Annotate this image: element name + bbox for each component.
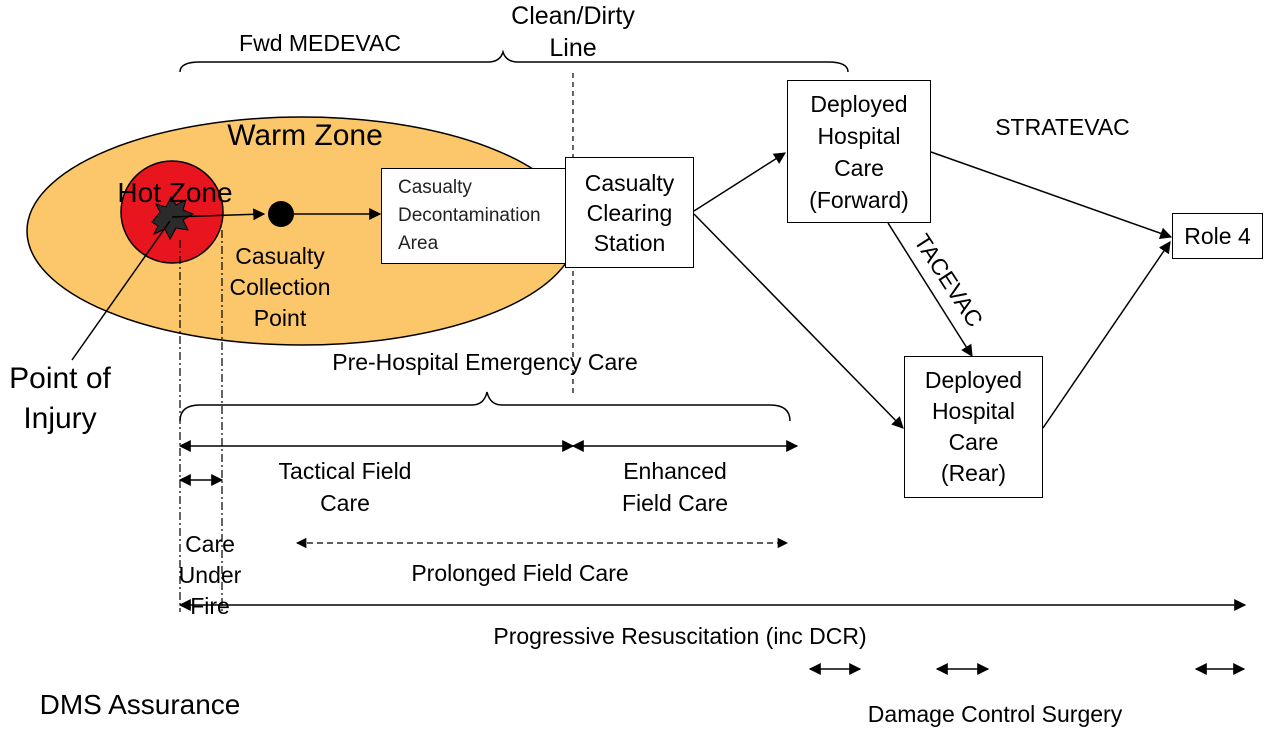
casualty-collection-point-label: Casualty Collection Point xyxy=(205,241,355,334)
casualty-clearing-station-box: Casualty Clearing Station xyxy=(565,157,694,268)
tactical-label-line2: Care xyxy=(320,490,370,516)
clean-dirty-label-line1: Clean/Dirty xyxy=(511,2,635,30)
ccs-to-rear-arrow xyxy=(693,213,904,429)
dhr-box-line4: (Rear) xyxy=(940,460,1007,486)
point-of-injury-label: Point of Injury xyxy=(0,359,120,439)
forward-to-rear-arrow xyxy=(887,222,973,358)
forward-to-role4-arrow xyxy=(930,151,1173,240)
injury-blot-icon xyxy=(151,195,195,241)
pre-hospital-emergency-care-label: Pre-Hospital Emergency Care xyxy=(332,349,638,375)
collection-point-dot xyxy=(268,201,294,227)
role-4-box: Role 4 xyxy=(1172,213,1263,259)
damage-control-surgery-label: Damage Control Surgery xyxy=(867,701,1123,727)
warm-zone-label: Warm Zone xyxy=(227,119,383,152)
ccp-label-line2: Collection xyxy=(229,274,331,300)
dhr-box-line1: Deployed xyxy=(924,367,1023,393)
dhf-box-line1: Deployed xyxy=(810,90,908,117)
progressive-resuscitation-label: Progressive Resuscitation (inc DCR) xyxy=(493,623,867,649)
hot-zone-label: Hot Zone xyxy=(117,177,233,208)
clean-dirty-line-label: Clean/Dirty Line xyxy=(468,0,678,64)
care-under-fire-label: Care Under Fire xyxy=(160,529,260,622)
dhf-box-line2: Hospital xyxy=(817,122,901,149)
poi-label-line2: Injury xyxy=(23,402,97,435)
enhanced-field-care-label: Enhanced Field Care xyxy=(590,455,760,519)
enhanced-label-line2: Field Care xyxy=(621,490,729,516)
clean-dirty-label-line2: Line xyxy=(549,34,597,62)
dhf-box-line4: (Forward) xyxy=(809,186,909,213)
poi-to-ccp-arrow xyxy=(171,208,266,221)
cuf-label-line2: Under xyxy=(178,562,242,588)
decon-box-line1: Casualty xyxy=(398,177,472,198)
tactical-field-care-label: Tactical Field Care xyxy=(255,455,435,519)
casualty-decontamination-area-box: Casualty Decontamination Area xyxy=(381,168,567,264)
role-4-label: Role 4 xyxy=(1184,222,1251,249)
poi-label-line1: Point of xyxy=(9,362,111,395)
fwd-medevac-label: Fwd MEDEVAC xyxy=(239,30,401,56)
cuf-label-line1: Care xyxy=(185,531,235,557)
ccp-label-line3: Point xyxy=(253,305,307,331)
cuf-label-line3: Fire xyxy=(190,593,230,619)
tactical-label-line1: Tactical Field xyxy=(278,458,412,484)
point-of-injury-pointer xyxy=(71,220,171,361)
dms-assurance-label: DMS Assurance xyxy=(39,689,241,720)
pre-hospital-brace xyxy=(179,391,791,422)
fwd-medevac-brace xyxy=(179,49,849,73)
dhr-box-line2: Hospital xyxy=(931,398,1016,424)
rear-to-role4-arrow xyxy=(1042,241,1171,429)
decon-box-line2: Decontamination xyxy=(398,205,541,226)
enhanced-label-line1: Enhanced xyxy=(623,458,727,484)
stratevac-label: STRATEVAC xyxy=(995,114,1130,140)
dhf-box-line3: Care xyxy=(834,154,884,181)
ccs-box-line3: Station xyxy=(593,229,666,256)
ccp-label-line1: Casualty xyxy=(235,243,325,269)
deployed-hospital-care-rear-box: Deployed Hospital Care (Rear) xyxy=(904,356,1043,498)
ccs-box-line2: Clearing xyxy=(586,199,673,226)
dhr-box-line3: Care xyxy=(948,429,999,455)
ccs-to-forward-arrow xyxy=(693,152,787,212)
ccs-box-line1: Casualty xyxy=(584,169,675,196)
prolonged-field-care-label: Prolonged Field Care xyxy=(411,560,629,586)
deployed-hospital-care-forward-box: Deployed Hospital Care (Forward) xyxy=(787,80,931,223)
decon-box-line3: Area xyxy=(398,233,439,254)
